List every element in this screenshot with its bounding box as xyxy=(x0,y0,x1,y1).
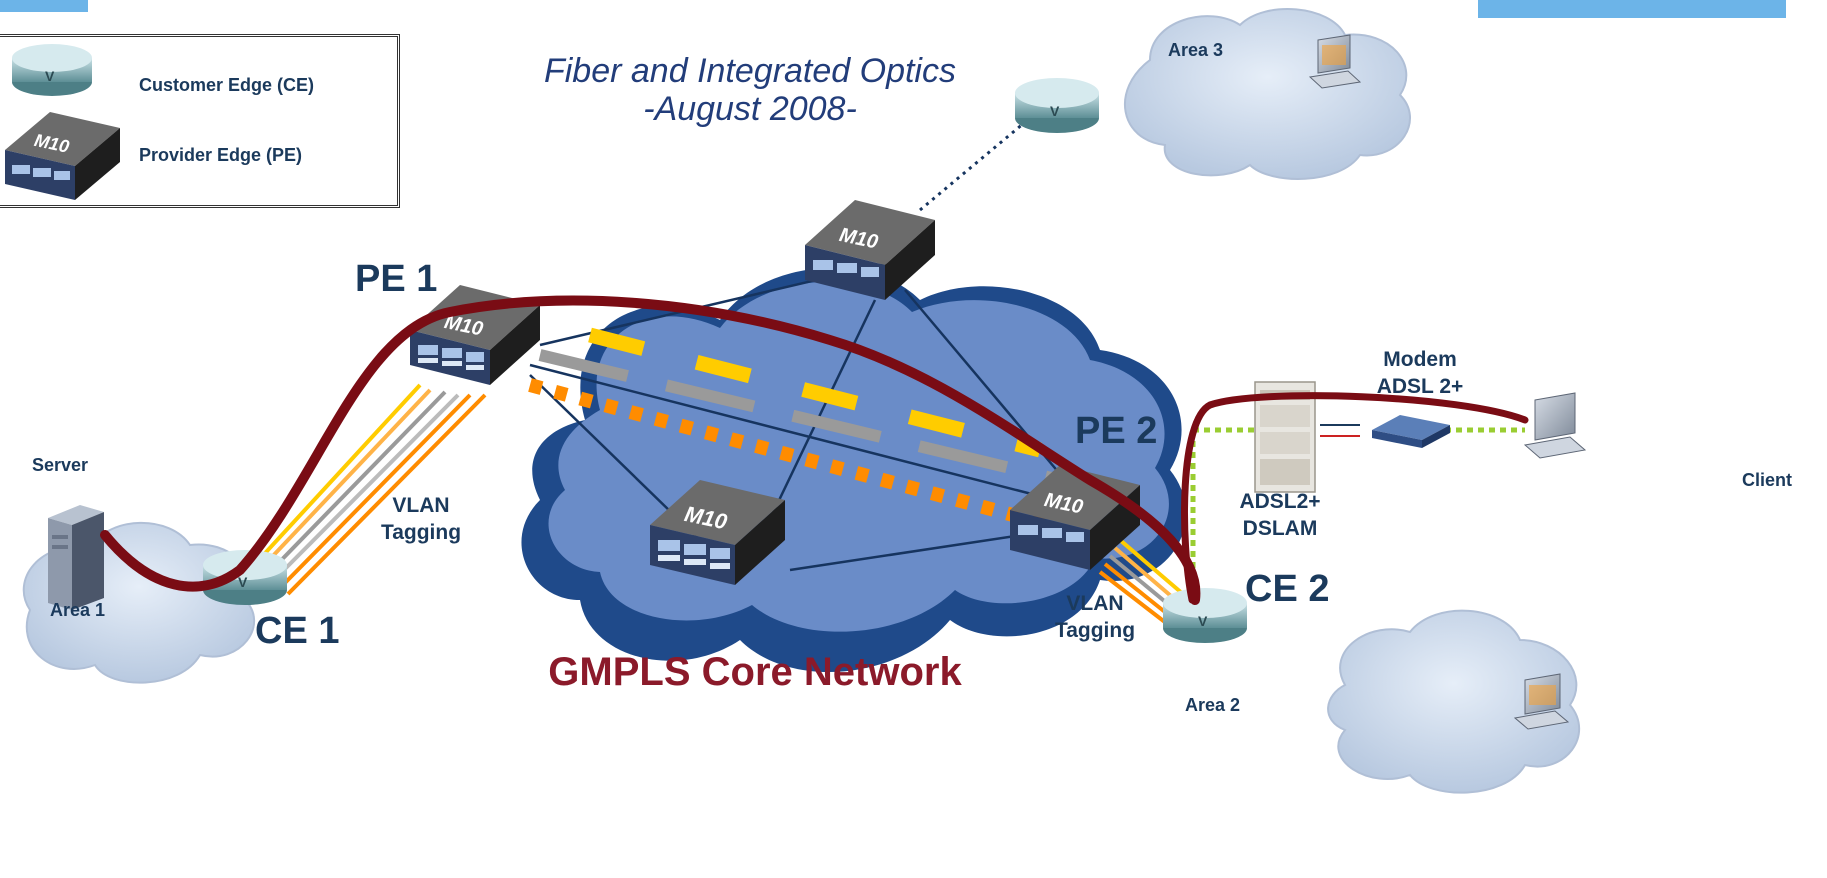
dslam-label: ADSL2+ DSLAM xyxy=(1225,488,1335,542)
pe2-device: M10 xyxy=(1010,465,1140,570)
ce1-label: CE 1 xyxy=(255,610,340,652)
area3-router: V xyxy=(1015,78,1099,133)
diagram-title: Fiber and Integrated Optics -August 2008… xyxy=(500,52,1000,128)
area3-cloud xyxy=(1124,8,1411,180)
legend-overlay-router-glyph: V xyxy=(45,68,55,84)
title-line1: Fiber and Integrated Optics xyxy=(543,52,956,90)
service-path xyxy=(100,295,1201,605)
legend-icons-overlay: V M10 xyxy=(5,44,120,200)
top-right-accent-tab xyxy=(1478,0,1786,18)
lsp-gray-dashed xyxy=(538,349,1062,486)
service-path-access xyxy=(1181,392,1529,604)
area3-router-glyph: V xyxy=(1050,103,1060,119)
legend-ce-label: Customer Edge (CE) xyxy=(139,75,315,95)
vlan-tagging-right-label: VLAN Tagging xyxy=(1040,590,1150,644)
core-network-label: GMPLS Core Network xyxy=(548,650,962,694)
core-bottom-device: M10 xyxy=(650,480,785,585)
core-top-device: M10 xyxy=(805,200,935,300)
modem-label-line2: ADSL 2+ xyxy=(1376,375,1464,398)
modem-icon xyxy=(1372,415,1450,448)
vlan-right-line1: VLAN xyxy=(1066,592,1124,615)
area3-laptop-icon xyxy=(1308,34,1362,89)
ce1-router-glyph: V xyxy=(238,574,248,590)
lsp-yellow-dashed xyxy=(588,327,1042,458)
dsl-green-links xyxy=(1190,427,1525,600)
lsp-orange-dotted xyxy=(528,378,1052,532)
top-left-accent-tab xyxy=(0,0,88,12)
modem-label-line1: Modem xyxy=(1383,348,1457,371)
client-label: Client xyxy=(1742,470,1793,490)
area3-dotted-link xyxy=(919,116,1031,212)
dsl-phone-lines xyxy=(1320,424,1360,437)
vlan-left-line2: Tagging xyxy=(380,521,462,544)
area3-label: Area 3 xyxy=(1168,40,1224,60)
vlan-links-left xyxy=(243,383,487,596)
area2-label: Area 2 xyxy=(1185,695,1241,715)
ce2-router: V xyxy=(1163,588,1247,643)
vlan-left-line1: VLAN xyxy=(392,494,450,517)
ce2-label: CE 2 xyxy=(1245,568,1330,610)
area1-label: Area 1 xyxy=(50,600,106,620)
dslam-label-line1: ADSL2+ xyxy=(1239,490,1321,513)
title-line2: -August 2008- xyxy=(643,90,857,128)
server-icon xyxy=(48,505,104,610)
vlan-tagging-left-label: VLAN Tagging xyxy=(366,492,476,546)
area2-cloud xyxy=(1327,609,1581,794)
pe1-device: M10 xyxy=(410,285,540,385)
pe1-label: PE 1 xyxy=(355,258,438,300)
server-label: Server xyxy=(32,455,89,475)
modem-label: Modem ADSL 2+ xyxy=(1360,346,1480,400)
client-laptop-icon xyxy=(1523,392,1587,459)
dslam-label-line2: DSLAM xyxy=(1242,517,1318,540)
pe2-label: PE 2 xyxy=(1075,410,1158,452)
ce2-router-glyph: V xyxy=(1198,613,1208,629)
area2-laptop-icon xyxy=(1513,673,1570,730)
legend-pe-label: Provider Edge (PE) xyxy=(139,145,303,165)
vlan-right-line2: Tagging xyxy=(1054,619,1136,642)
